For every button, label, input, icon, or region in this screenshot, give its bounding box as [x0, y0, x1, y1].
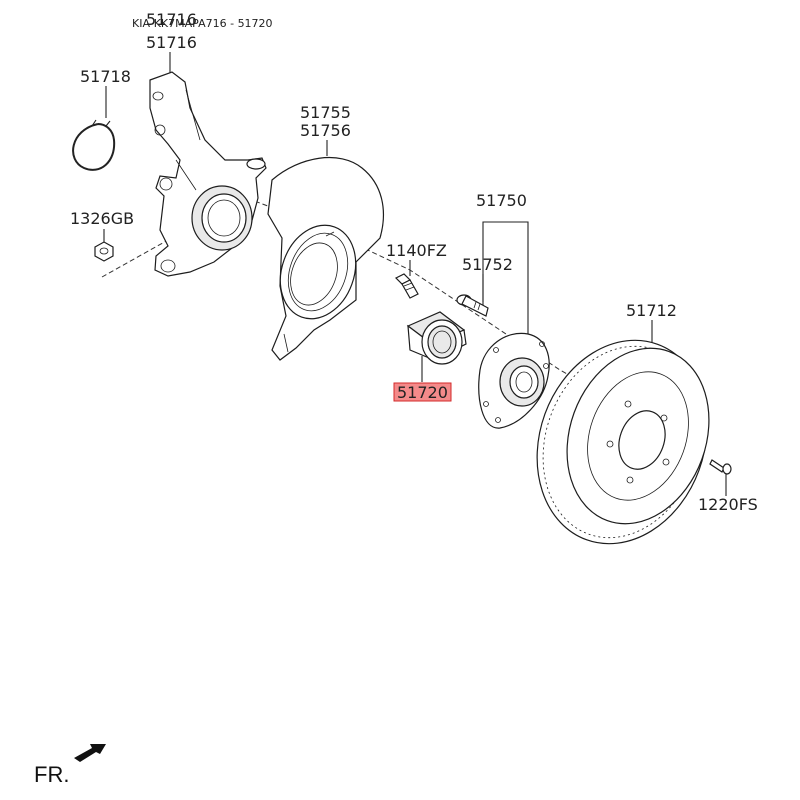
label-screw-1220fs[interactable]: 1220FS [698, 495, 758, 514]
leader-hub-assy [482, 221, 529, 334]
label-bearing[interactable]: 51720 [397, 383, 448, 402]
hub-assembly[interactable] [478, 332, 550, 429]
label-knuckle-top[interactable]: 51716 [146, 10, 197, 29]
screw-1220fs[interactable] [709, 459, 732, 475]
label-dust-cover-b[interactable]: 51756 [300, 121, 351, 140]
nut-axis-line [101, 239, 169, 278]
label-knuckle[interactable]: 51716 [146, 33, 197, 52]
diagram-caption: KIA-KK7MAPA716 - 51720 [132, 17, 273, 30]
label-disc[interactable]: 51712 [626, 301, 677, 320]
label-bolt-1140fz[interactable]: 1140FZ [386, 241, 447, 260]
snap-ring[interactable] [72, 119, 116, 171]
label-dust-cover-a[interactable]: 51755 [300, 103, 351, 122]
front-arrow-icon [74, 744, 106, 762]
dust-cover[interactable] [267, 156, 385, 361]
label-nut[interactable]: 1326GB [70, 209, 134, 228]
label-hub-assy[interactable]: 51750 [476, 191, 527, 210]
bolt-1140fz[interactable] [394, 273, 419, 299]
wheel-bearing[interactable] [406, 311, 467, 365]
steering-knuckle[interactable] [149, 71, 267, 277]
front-direction-marker: FR. [34, 744, 106, 787]
nut[interactable] [94, 241, 114, 262]
hub-bolt[interactable] [456, 294, 489, 317]
label-snap-ring[interactable]: 51718 [80, 67, 131, 86]
bearing-highlight-box [393, 382, 452, 402]
front-direction-label: FR. [34, 762, 69, 787]
brake-disc[interactable] [509, 316, 734, 568]
label-hub-bolt[interactable]: 51752 [462, 255, 513, 274]
